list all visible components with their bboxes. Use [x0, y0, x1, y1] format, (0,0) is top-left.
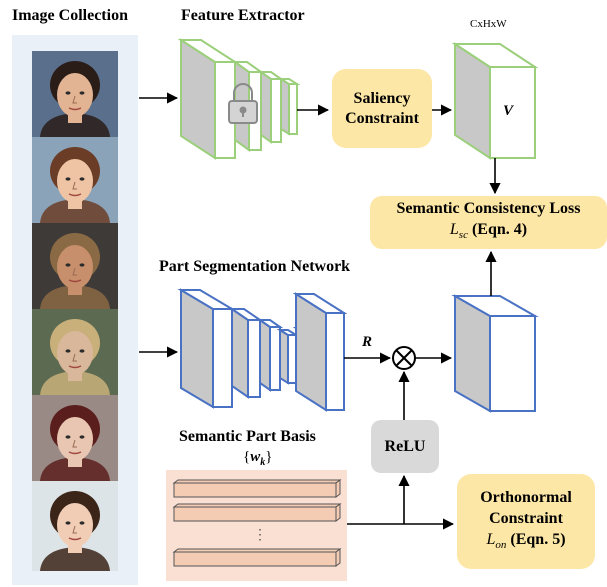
saliency-constraint-label: Saliency Constraint	[332, 69, 432, 148]
basis-w: w	[250, 449, 261, 465]
basis-brace-open: {	[243, 449, 251, 465]
face-image-1	[32, 51, 118, 137]
orthonormal-equation: Lon (Eqn. 5)	[486, 529, 565, 556]
feature-map-symbol: V	[503, 103, 514, 119]
feature-extractor-title: Feature Extractor	[181, 7, 305, 24]
part-segmentation-network	[177, 288, 348, 412]
semantic-consistency-loss-label: Semantic Consistency Loss Lsc (Eqn. 4)	[370, 196, 607, 249]
basis-brace-close: }	[265, 449, 273, 465]
face-image-2	[32, 137, 118, 223]
segmentation-output-symbol: R	[362, 334, 373, 350]
orthonormal-constraint-box	[457, 474, 595, 569]
output-feature-map	[451, 294, 539, 413]
ortho-eqn-ref: (Eqn. 5)	[506, 530, 566, 548]
semantic-consistency-loss-box	[370, 196, 607, 249]
face-photo	[32, 51, 118, 137]
face-photo	[32, 481, 118, 571]
loss-subscript: sc	[458, 229, 468, 242]
face-image-6	[32, 481, 118, 571]
semantic-loss-line1: Semantic Consistency Loss	[396, 200, 581, 218]
face-photo	[32, 395, 118, 481]
basis-vectors	[172, 479, 342, 567]
orthonormal-line2: Constraint	[489, 509, 563, 527]
relu-box	[371, 420, 439, 473]
part-segmentation-title: Part Segmentation Network	[159, 258, 351, 275]
face-photo	[32, 223, 118, 309]
multiply-icon	[392, 346, 416, 370]
orthonormal-line1: Orthonormal	[480, 488, 572, 506]
ortho-loss-subscript: on	[495, 539, 507, 552]
semantic-loss-equation: Lsc (Eqn. 4)	[450, 219, 527, 246]
image-collection-title: Image Collection	[12, 7, 128, 24]
saliency-constraint-box	[332, 69, 432, 148]
feature-extractor-network	[177, 38, 301, 160]
face-image-5	[32, 395, 118, 481]
loss-symbol: L	[449, 221, 459, 239]
semantic-part-basis-title: Semantic Part Basis	[179, 428, 316, 445]
face-image-4	[32, 309, 118, 395]
loss-eqn-ref: (Eqn. 4)	[467, 221, 528, 239]
saliency-line2: Constraint	[345, 109, 419, 127]
lock-icon	[228, 83, 258, 124]
face-photo	[32, 309, 118, 395]
basis-ellipsis: ⋮	[253, 528, 267, 543]
relu-label: ReLU	[384, 437, 426, 455]
orthonormal-constraint-label: Orthonormal Constraint Lon (Eqn. 5)	[457, 474, 595, 569]
saliency-line1: Saliency	[353, 89, 411, 107]
arrows	[139, 92, 501, 530]
feature-map-dims: CxHxW	[470, 18, 507, 30]
face-image-3	[32, 223, 118, 309]
ortho-loss-symbol: L	[486, 530, 496, 548]
feature-map-v	[451, 42, 539, 160]
face-photo	[32, 137, 118, 223]
basis-k: k	[260, 457, 266, 468]
semantic-part-basis-math: {wk}	[243, 449, 272, 468]
